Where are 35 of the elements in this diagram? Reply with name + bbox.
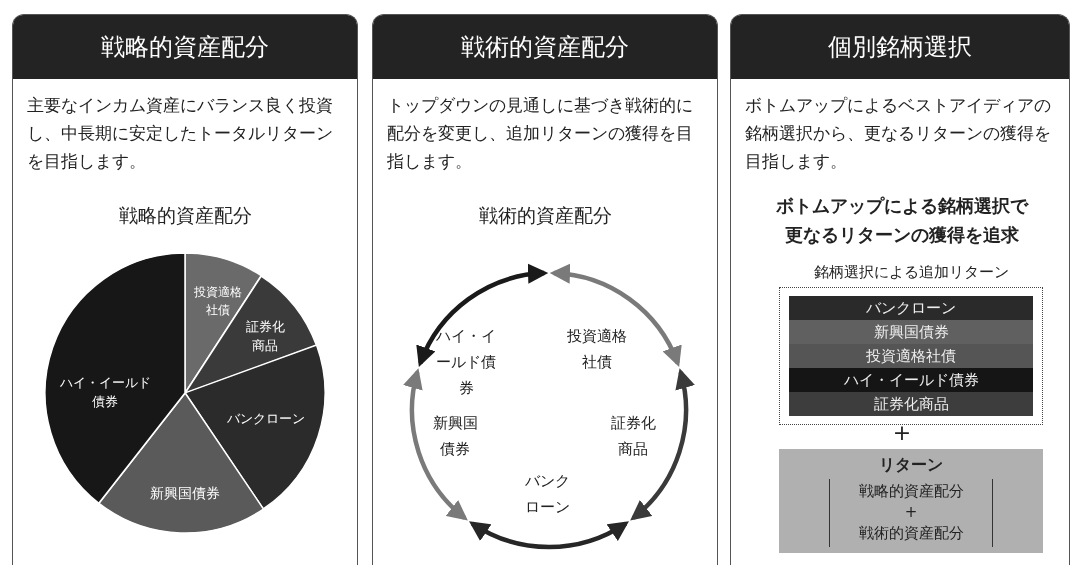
plus-sign: +	[891, 421, 913, 445]
description-text: 主要なインカム資産にバランス良く投資し、中長期に安定したトータルリターンを目指します。	[27, 94, 334, 173]
box-heading: リターン	[878, 455, 944, 476]
panel-header: 個別銘柄選択	[731, 15, 1069, 79]
bracket-text: 戦術的資産配分	[857, 523, 965, 543]
dotted-frame	[779, 263, 1043, 425]
slice-label: 証券化商品	[244, 318, 286, 355]
chart-title: 戦略的資産配分	[117, 203, 253, 228]
panel-header: 戦略的資産配分	[13, 15, 357, 79]
description-text: トップダウンの見通しに基づき戦術的に配分を変更し、追加リターンの獲得を目指します。	[387, 94, 694, 173]
bar-row: 投資適格社債	[789, 344, 1033, 368]
category-label: 証券化商品	[609, 413, 657, 460]
slice-label: 投資適格社債	[193, 284, 243, 319]
category-label: 投資適格社債	[566, 326, 628, 373]
chart-title: 戦術的資産配分	[477, 203, 613, 228]
category-label: 新興国債券	[431, 413, 479, 460]
slice-label: 新興国債券	[149, 484, 221, 503]
description-text: ボトムアップによるベストアイディアの銘柄選択から、更なるリターンの獲得を目指します。	[745, 94, 1052, 173]
subheading: ボトムアップによる銘柄選択で更なるリターンの獲得を追求	[775, 194, 1030, 247]
category-label: バンクローン	[523, 471, 571, 518]
bar-row: 証券化商品	[789, 392, 1033, 416]
return-box	[779, 449, 1043, 553]
panel-header: 戦術的資産配分	[373, 15, 717, 79]
frame-caption: 銘柄選択による追加リターン	[812, 263, 1010, 283]
slice-label: ハイ・イールド債券	[58, 374, 152, 411]
bracket-text: 戦略的資産配分	[857, 481, 965, 501]
panel-card	[730, 14, 1070, 565]
slice-label: バンクローン	[226, 410, 306, 428]
bar-row: ハイ・イールド債券	[789, 368, 1033, 392]
bar-row: 新興国債券	[789, 320, 1033, 344]
bar-row: バンクローン	[789, 296, 1033, 320]
panel-card	[12, 14, 358, 565]
panel-card	[372, 14, 718, 565]
category-label: ハイ・イールド債券	[435, 326, 497, 399]
bracket-text: +	[903, 502, 919, 522]
